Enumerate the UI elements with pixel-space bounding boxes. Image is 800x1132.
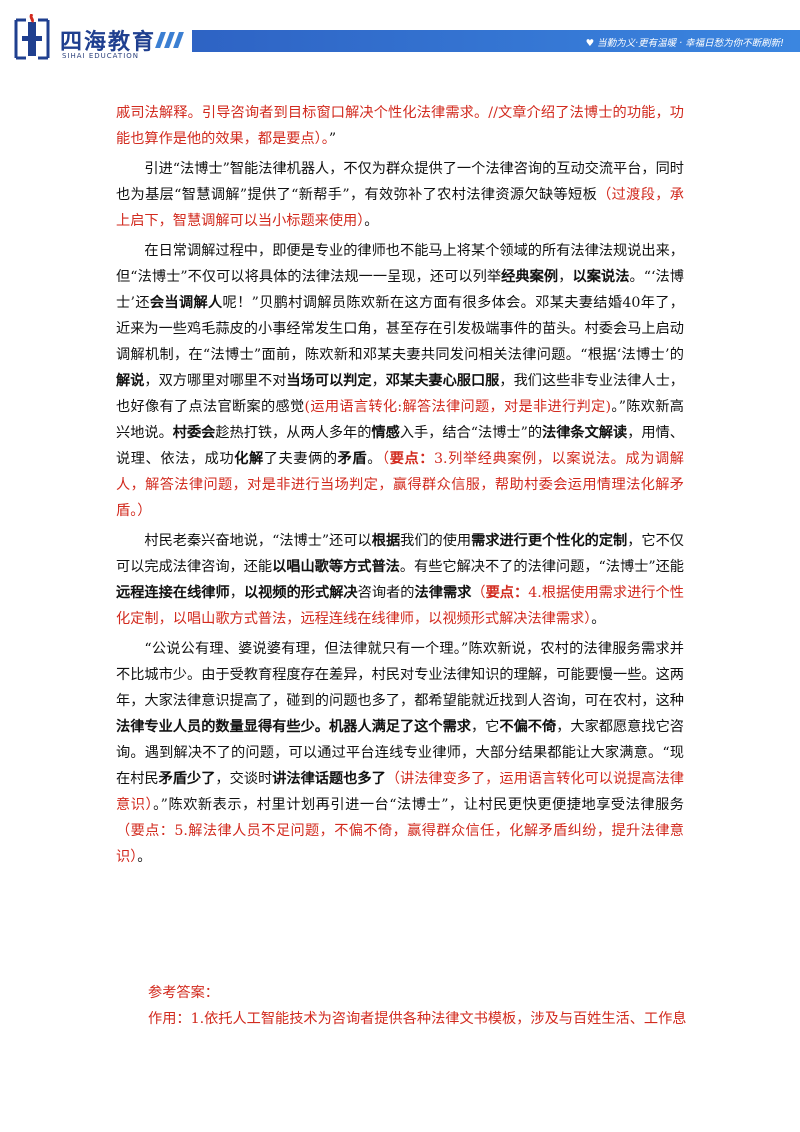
annotation-text: 3.列举经典案例，以案说法。成为调解人，解答法律问题，对是非进行当场判定，赢得群…: [116, 451, 684, 519]
body-text: ，: [558, 269, 573, 285]
body-text: 。: [137, 849, 152, 865]
body-text: 讲法律话题也多了: [272, 771, 386, 787]
body-text: 。有些它解决不了的法律问题，“法博士”还能: [399, 559, 684, 575]
header-slogan: ♥ 当勤为义·更有温暖 · 幸福日愁为你不断刷新!: [585, 38, 784, 49]
body-text: 法律条文解读: [542, 425, 628, 441]
body-text: 了夫妻俩的: [263, 451, 338, 467]
body-text: 。: [591, 611, 606, 627]
body-text: 根据: [371, 533, 401, 549]
body-text: 趁热打铁，从两人多年的: [215, 425, 372, 441]
body-text: 在日常调解过程中，即便是专业的律师也不能马上将某个领域的所有法律法规说出来，但“…: [116, 243, 684, 285]
body-text: 我们的使用: [400, 533, 472, 549]
body-text: 法律需求: [414, 585, 472, 601]
body-text: 会当调解人: [149, 295, 223, 311]
body-text: 呢！”贝鹏村调解员陈欢新在这方面有很多体会。邓某夫妻结婚40年了，近来为一些鸡毛…: [116, 295, 684, 363]
answer-line: 作用：1.依托人工智能技术为咨询者提供各种法律文书模板，涉及与百姓生活、工作息: [148, 1011, 687, 1027]
body-text: 以唱山歌等方式普法: [272, 559, 400, 575]
body-text: 需求进行更个性化的定制: [471, 533, 628, 549]
body-text: ，用情、说理、依法，成功: [116, 425, 684, 467]
annotation-text: （要点：5.解法律人员不足问题，不偏不倚，赢得群众信任，化解矛盾纠纷，提升法律意…: [116, 823, 684, 865]
annotation-text: (运用语言转化:解答法律问题，对是非进行判定): [304, 399, 612, 415]
body-text: 法律专业人员的数量显得有些少。机器人满足了这个需求: [116, 719, 471, 735]
annotation-text: （: [382, 451, 390, 467]
body-text: ，我们这些非专业法律人士，也好像有了点法官断案的感觉: [116, 373, 684, 415]
body-text: 以视频的形式解决: [243, 585, 358, 601]
annotation-text: 要点：: [389, 451, 435, 467]
paragraph: 村民老秦兴奋地说，“法博士”还可以根据我们的使用需求进行更个性化的定制，它不仅可…: [116, 528, 684, 632]
body-text: 矛盾少了: [158, 771, 216, 787]
page-header: 四海教育 SIHAI EDUCATION ♥ 当勤为义·更有温暖 · 幸福日愁为…: [0, 0, 800, 78]
brand-english: SIHAI EDUCATION: [62, 52, 140, 60]
reference-answer: 参考答案： 作用：1.依托人工智能技术为咨询者提供各种法律文书模板，涉及与百姓生…: [148, 980, 688, 1032]
annotation-text: （过渡段，承上启下，智慧调解可以当小标题来使用）: [116, 187, 684, 229]
body-text: 。: [367, 451, 382, 467]
body-text: “公说公有理、婆说婆有理，但法律就只有一个理。”陈欢新说，农村的法律服务需求并不…: [116, 641, 684, 709]
body-text: 。”陈欢新高兴地说。: [116, 399, 684, 441]
body-text: ，双方哪里对哪里不对: [144, 373, 287, 389]
document-body: 戚司法解释。引导咨询者到目标窗口解决个性化法律需求。//文章介绍了法博士的功能，…: [116, 100, 684, 874]
body-text: 。: [364, 213, 379, 229]
body-text: 化解: [234, 451, 264, 467]
body-text: ，大家都愿意找它咨询。遇到解决不了的问题，可以通过平台连线专业律师，大部分结果都…: [116, 719, 684, 787]
body-text: ，它不仅可以完成法律咨询，还能: [116, 533, 684, 575]
answer-title: 参考答案：: [148, 985, 219, 1001]
annotation-text: 4.根据使用需求进行个性化定制，以唱山歌方式普法，远程连线在线律师，以视频形式解…: [116, 585, 684, 627]
body-text: 解说: [116, 373, 145, 389]
annotation-text: （: [471, 585, 486, 601]
body-text: 矛盾: [337, 451, 368, 467]
paragraph: 引进“法博士”智能法律机器人，不仅为群众提供了一个法律咨询的互动交流平台，同时也…: [116, 156, 684, 234]
body-text: 邓某夫妻心服口服: [385, 373, 500, 389]
paragraph: “公说公有理、婆说婆有理，但法律就只有一个理。”陈欢新说，农村的法律服务需求并不…: [116, 636, 684, 870]
body-text: 以案说法: [572, 269, 630, 285]
paragraph: 戚司法解释。引导咨询者到目标窗口解决个性化法律需求。//文章介绍了法博士的功能，…: [116, 100, 684, 152]
body-text: 经典案例: [501, 269, 559, 285]
paragraph: 在日常调解过程中，即便是专业的律师也不能马上将某个领域的所有法律法规说出来，但“…: [116, 238, 684, 524]
body-text: 不偏不倚: [499, 719, 557, 735]
body-text: 引进“法博士”智能法律机器人，不仅为群众提供了一个法律咨询的互动交流平台，同时也…: [116, 161, 684, 203]
annotation-text: 要点：: [485, 585, 529, 601]
body-text: 当场可以判定: [286, 373, 372, 389]
body-text: 村民老秦兴奋地说，“法博士”还可以: [144, 533, 372, 549]
body-text: 远程连接在线律师: [116, 585, 230, 601]
body-text: 情感: [371, 425, 400, 441]
body-text: 。”陈欢新表示，村里计划再引进一台“法博士”，让村民更快更便捷地享受法律服务: [153, 797, 684, 813]
body-text: 咨询者的: [357, 585, 415, 601]
annotation-text: （讲法律变多了，运用语言转化可以说提高法律意识）: [116, 771, 684, 813]
body-text: 。“‘法博士’还: [116, 269, 684, 311]
body-text: ，: [371, 373, 386, 389]
sihai-logo-icon: [14, 14, 50, 60]
body-text: 入手，结合“法博士”的: [399, 425, 543, 441]
body-text: ”: [328, 131, 337, 147]
body-text: 村委会: [172, 425, 216, 441]
header-bar: [192, 30, 800, 52]
body-text: ，交谈时: [215, 771, 273, 787]
annotation-text: 戚司法解释。引导咨询者到目标窗口解决个性化法律需求。//文章介绍了法博士的功能，…: [116, 105, 684, 147]
brand-name: 四海教育: [60, 30, 157, 55]
body-text: ，: [229, 585, 244, 601]
body-text: ，它: [470, 719, 500, 735]
decorative-stripes: [155, 32, 185, 52]
